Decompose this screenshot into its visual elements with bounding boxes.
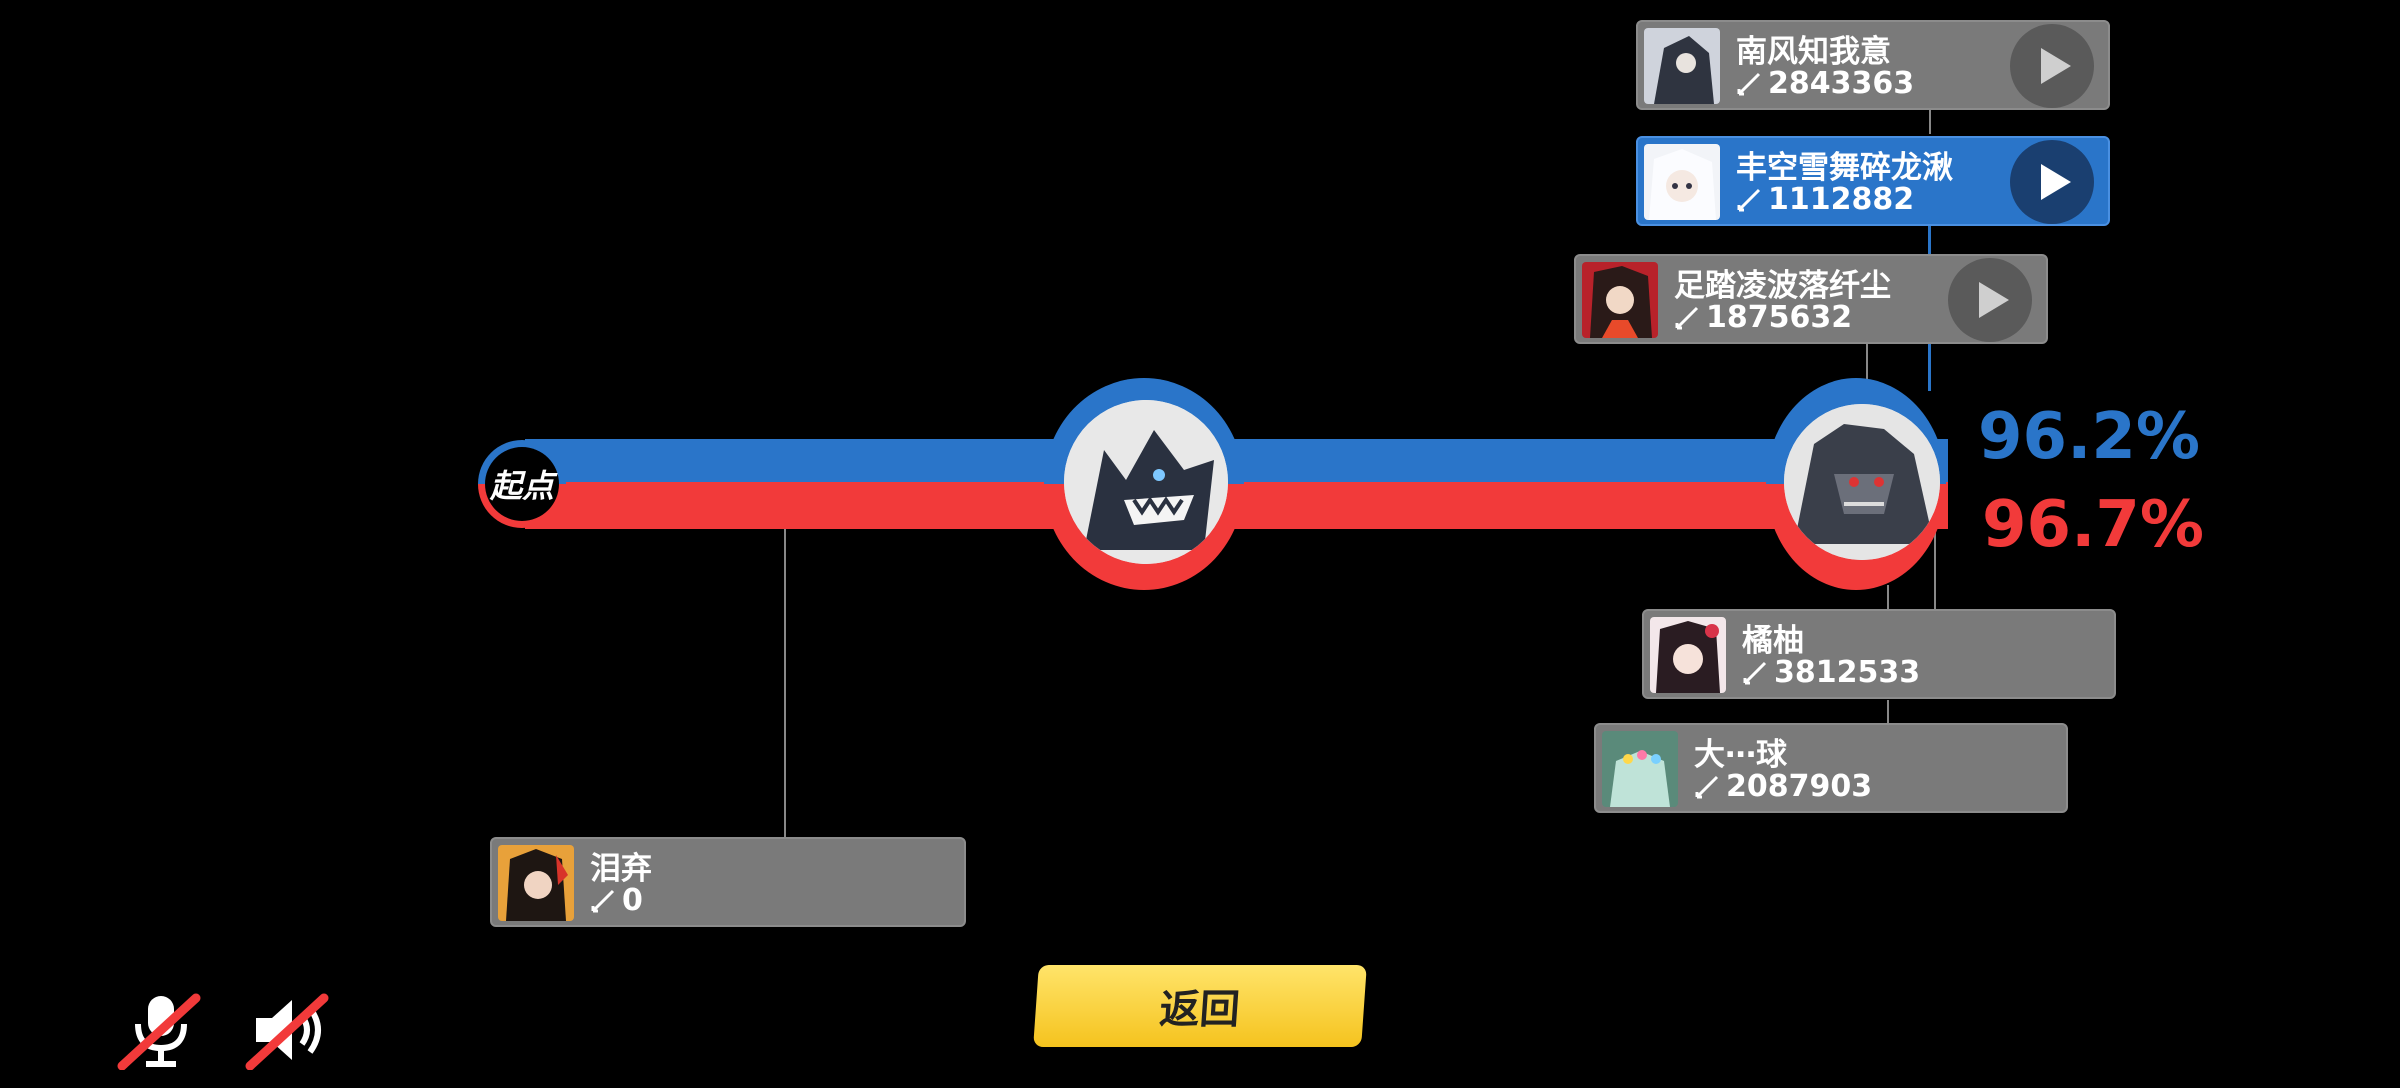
player-avatar	[1582, 262, 1658, 338]
player-score-value: 1112882	[1768, 182, 1915, 217]
player-score-value: 3812533	[1774, 655, 1921, 690]
connector-line	[1887, 585, 1889, 611]
red-rate: 96.7%	[1982, 488, 2205, 562]
player-score-value: 1875632	[1706, 300, 1853, 335]
blue-rate: 96.2%	[1978, 400, 2201, 474]
player-name: 足踏凌波落纤尘	[1674, 268, 1891, 304]
replay-button[interactable]	[1948, 258, 2032, 342]
play-icon	[2041, 48, 2071, 84]
player-avatar	[498, 845, 574, 921]
player-avatar	[1602, 731, 1678, 807]
player-card[interactable]: 泪弃 0	[490, 837, 966, 927]
start-node-label: 起点	[485, 447, 559, 521]
player-score-value: 2087903	[1726, 769, 1873, 804]
play-icon	[2041, 164, 2071, 200]
player-card[interactable]: 南风知我意 2843363	[1636, 20, 2110, 110]
microphone-muted-icon[interactable]	[116, 990, 206, 1071]
player-avatar	[1644, 144, 1720, 220]
player-name: 大⋯球	[1694, 737, 1787, 773]
player-score-value: 2843363	[1768, 66, 1915, 101]
back-button[interactable]: 返回	[1033, 965, 1367, 1047]
player-name: 泪弃	[590, 851, 652, 887]
sword-icon	[1695, 775, 1719, 798]
play-icon	[1979, 282, 2009, 318]
player-score: 1875632	[1674, 300, 1852, 335]
player-card[interactable]: 足踏凌波落纤尘 1875632	[1574, 254, 2048, 344]
player-name: 橘柚	[1742, 623, 1804, 659]
boss-portrait-wolf-icon	[1064, 400, 1228, 564]
player-avatar	[1650, 617, 1726, 693]
connector-line	[1929, 108, 1931, 134]
sword-icon	[1737, 188, 1761, 211]
player-score: 2843363	[1736, 66, 1914, 101]
player-score: 2087903	[1694, 769, 1872, 804]
replay-button[interactable]	[2010, 140, 2094, 224]
player-score-value: 0	[622, 883, 643, 918]
sword-icon	[1675, 306, 1699, 329]
sword-icon	[1743, 661, 1767, 684]
sword-icon	[591, 889, 615, 912]
connector-line	[1887, 700, 1889, 725]
player-score: 1112882	[1736, 182, 1914, 217]
replay-button[interactable]	[2010, 24, 2094, 108]
player-score: 3812533	[1742, 655, 1920, 690]
connector-line	[784, 529, 786, 837]
player-card[interactable]: 橘柚 3812533	[1642, 609, 2116, 699]
connector-line	[1866, 343, 1868, 385]
boss-portrait-demon-icon	[1784, 404, 1940, 560]
sword-icon	[1737, 72, 1761, 95]
player-avatar	[1644, 28, 1720, 104]
player-card-active[interactable]: 丰空雪舞碎龙湫 1112882	[1636, 136, 2110, 226]
player-score: 0	[590, 883, 643, 918]
player-card[interactable]: 大⋯球 2087903	[1594, 723, 2068, 813]
player-name: 丰空雪舞碎龙湫	[1736, 150, 1953, 186]
player-name: 南风知我意	[1736, 34, 1891, 70]
speaker-muted-icon[interactable]	[244, 990, 334, 1071]
